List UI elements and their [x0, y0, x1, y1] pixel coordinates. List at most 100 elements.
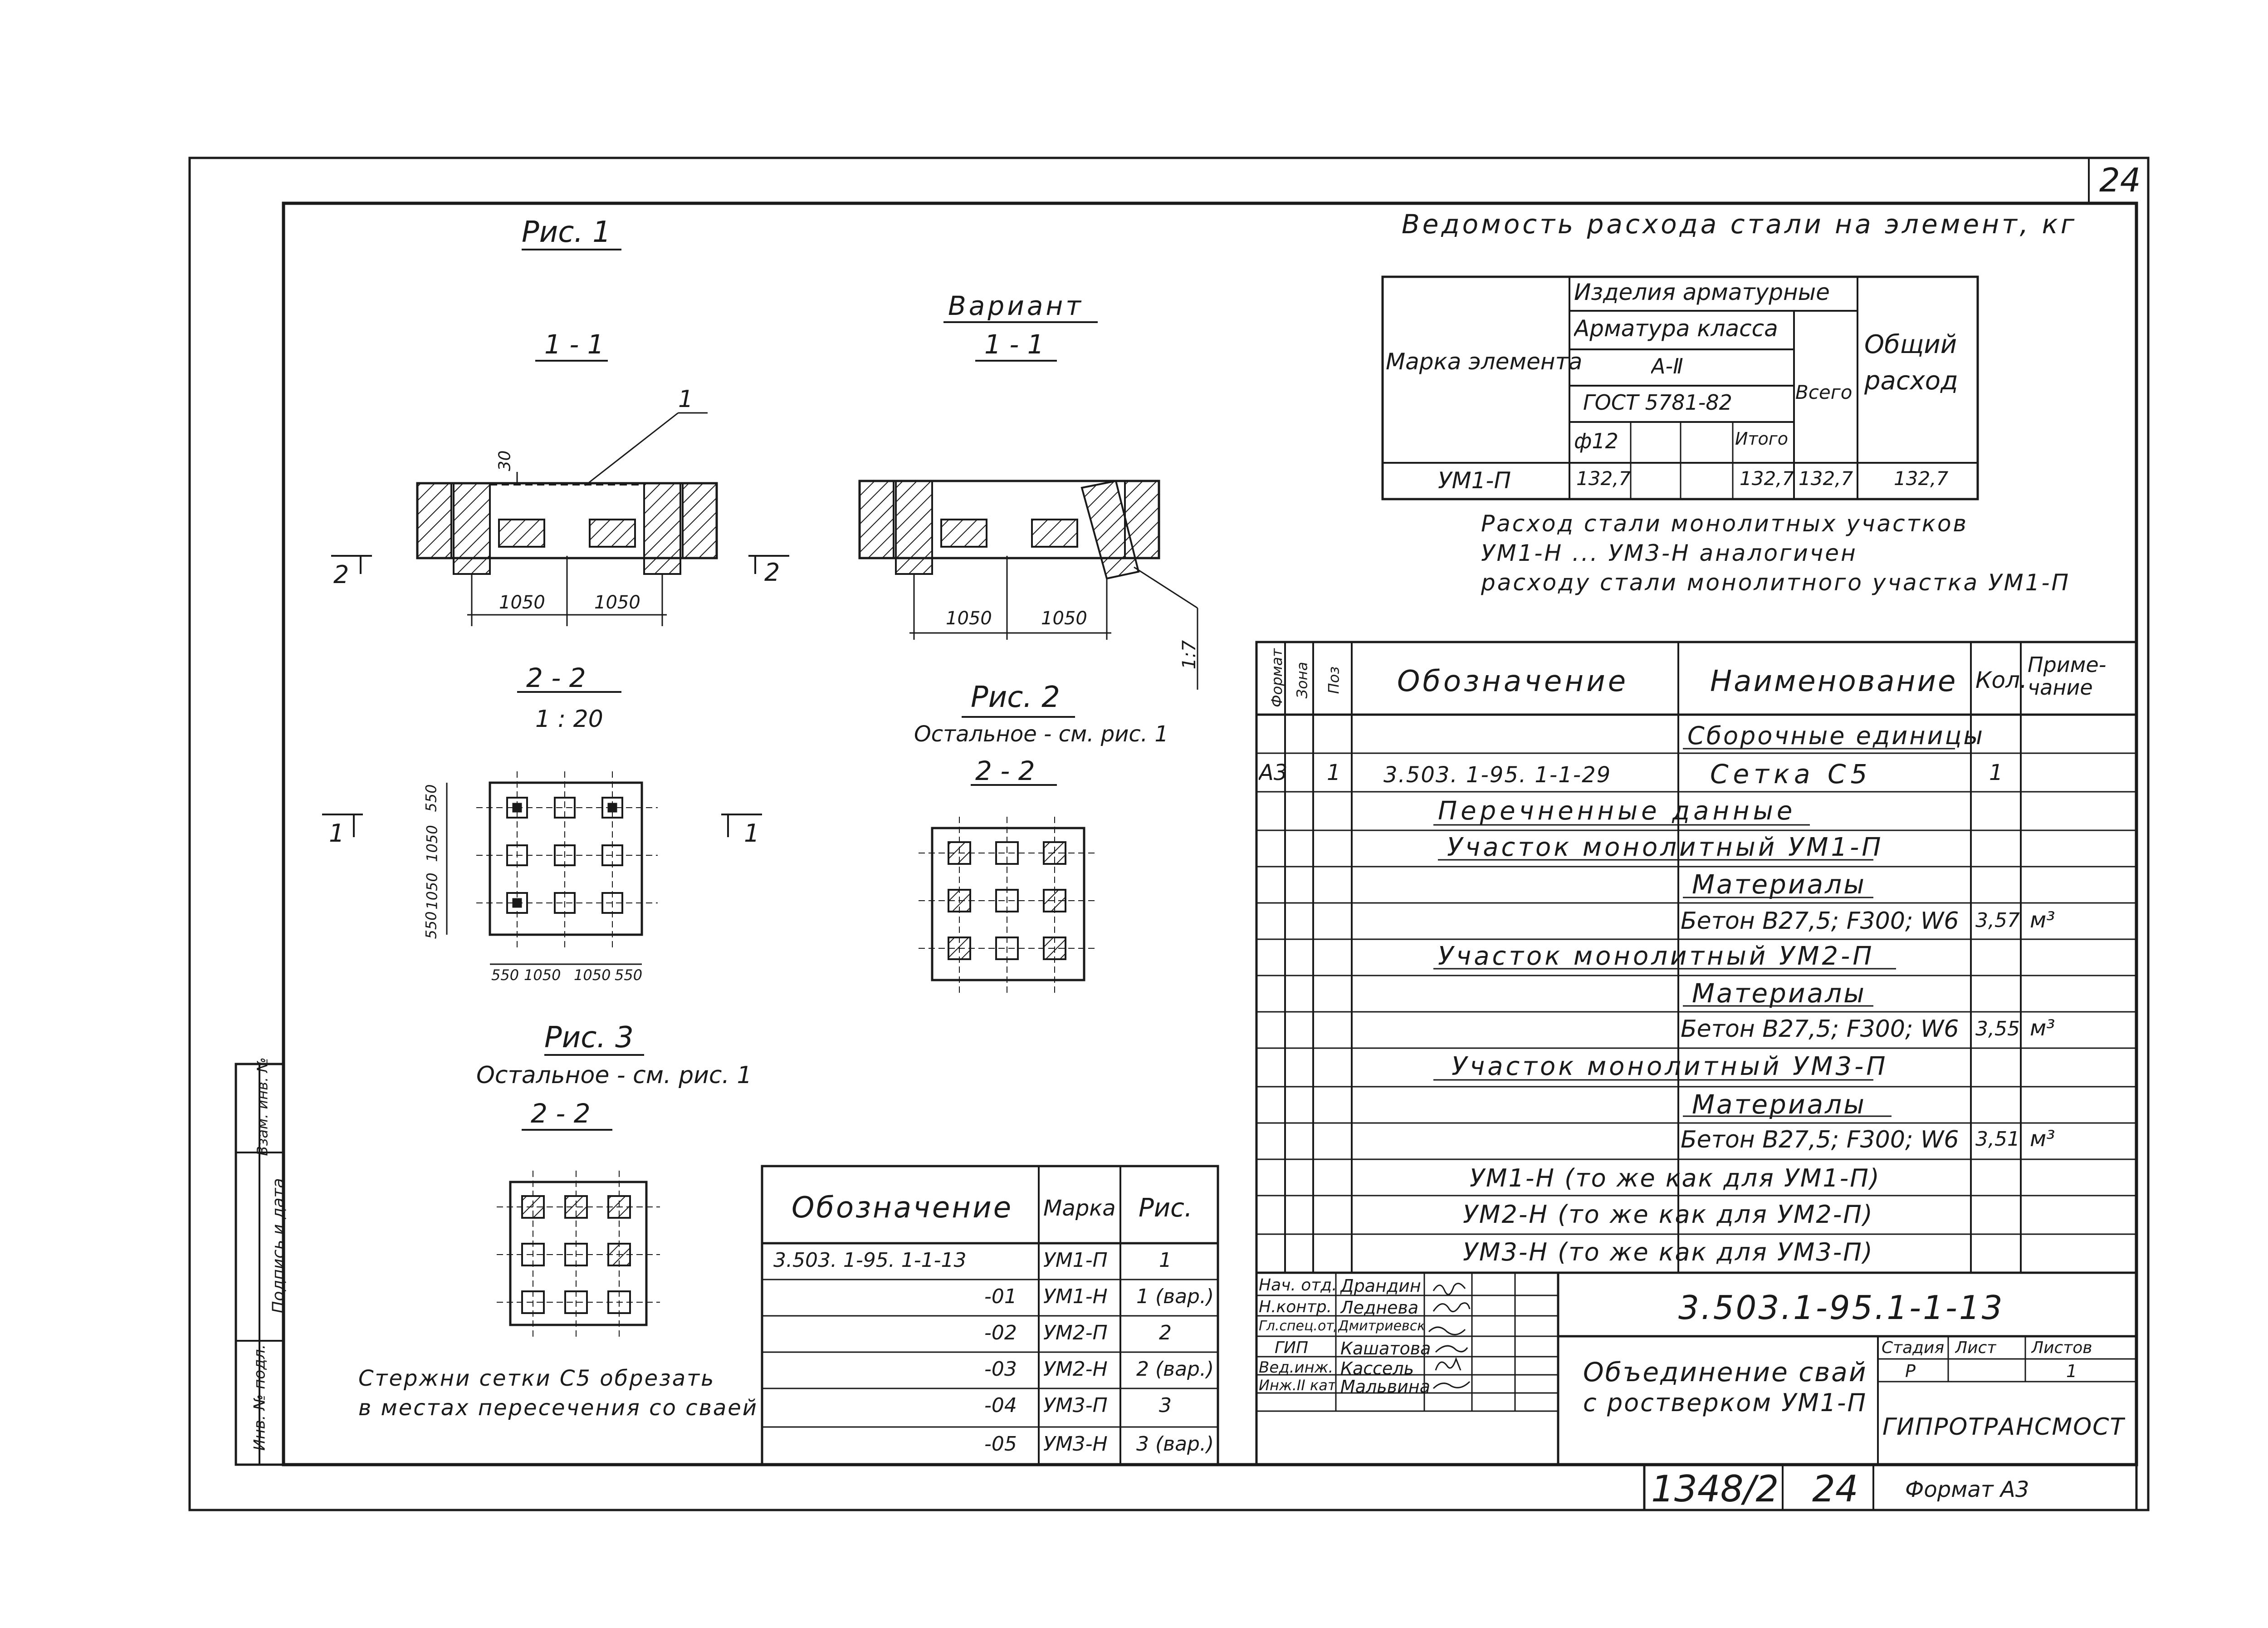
- spec-row-mat3: Материалы: [1692, 1089, 1866, 1120]
- fig2-note: Остальное - см. рис. 1: [914, 721, 1168, 747]
- steel-title: Ведомость расхода стали на элемент, кг: [1402, 209, 2077, 240]
- fig3-remark-2: в местах пересечения со сваей: [358, 1395, 758, 1421]
- steel-col-total: Общий расход: [1864, 330, 1958, 396]
- spec-row-um3: Участок монолитный УМ3-П: [1452, 1052, 1888, 1081]
- fig1-dim-h-4: 550: [615, 966, 643, 984]
- spec-row-mat1: Материалы: [1692, 869, 1866, 900]
- steel-note-2: УМ1-Н ... УМ3-Н аналогичен: [1481, 540, 1857, 566]
- sheet-number: 24: [2099, 161, 2141, 199]
- spec-row-oboz: 3.503. 1-95. 1-1-29: [1383, 762, 1612, 788]
- fig1-variant-title: Вариант: [948, 290, 1084, 321]
- variants-row-5-oboz: -04: [984, 1394, 1017, 1417]
- spec-row-h2: УМ2-Н (то же как для УМ2-П): [1463, 1200, 1874, 1229]
- variants-header-oboz: Обозначение: [792, 1191, 1013, 1225]
- variants-row-6-oboz: -05: [984, 1432, 1017, 1456]
- stamp-header-stage: Стадия: [1882, 1339, 1945, 1357]
- spec-row-bet2-kol: 3,55: [1975, 1017, 2020, 1040]
- steel-col-itogo: Итого: [1735, 429, 1789, 449]
- steel-col-d12: ф12: [1574, 429, 1618, 453]
- bottom-page: 24: [1812, 1468, 1858, 1510]
- variants-row-4-marka: УМ2-Н: [1043, 1358, 1108, 1381]
- steel-row-mark: УМ1-П: [1438, 467, 1511, 494]
- variants-header-ris: Рис.: [1139, 1193, 1193, 1223]
- spec-row-sbor: Сборочные единицы: [1687, 721, 1985, 750]
- steel-note-1: Расход стали монолитных участков: [1481, 510, 1968, 537]
- stamp-name-2: Леднева: [1340, 1298, 1419, 1318]
- stamp-stage: Р: [1905, 1361, 1916, 1381]
- variants-row-2-ris: 1 (вар.): [1136, 1285, 1214, 1308]
- spec-header-oboz: Обозначение: [1397, 665, 1629, 698]
- variants-row-1-oboz: 3.503. 1-95. 1-1-13: [773, 1249, 967, 1272]
- spec-row-per: Перечненные данные: [1438, 796, 1796, 826]
- bottom-number: 1348/2: [1651, 1468, 1779, 1510]
- stamp-title-2: с ростверком УМ1-П: [1583, 1388, 1867, 1417]
- steel-col-products: Изделия арматурные: [1574, 279, 1830, 305]
- fig1-dim-h-1: 550: [491, 966, 519, 984]
- variants-row-1-marka: УМ1-П: [1043, 1249, 1108, 1272]
- stamp-code: 3.503.1-95.1-1-13: [1678, 1289, 2004, 1327]
- steel-col-a2: A-Ⅱ: [1651, 354, 1683, 378]
- steel-col-gost: ГОСТ 5781-82: [1583, 390, 1732, 415]
- spec-row-bet1-unit: м³: [2030, 907, 2055, 933]
- steel-row-total: 132,7: [1894, 467, 1949, 490]
- fig3-remark-1: Стержни сетки С5 обрезать: [358, 1366, 715, 1391]
- side-inv: Инв. № подл.: [250, 1344, 269, 1451]
- stamp-role-2: Н.контр.: [1259, 1298, 1332, 1316]
- fig1-dim-h-2: 1050: [524, 966, 561, 984]
- variants-row-2-oboz: -01: [984, 1285, 1017, 1308]
- stamp-header-sheet: Лист: [1955, 1339, 1997, 1357]
- spec-header-kol: Кол.: [1975, 667, 2027, 693]
- spec-row-setka-kol: 1: [1989, 760, 2003, 785]
- cut-2-right: 2: [764, 558, 780, 587]
- fig3-section: 2 - 2: [531, 1098, 591, 1129]
- cut-2-left: 2: [333, 560, 349, 589]
- stamp-role-1: Нач. отд.: [1259, 1276, 1337, 1295]
- variants-row-6-marka: УМ3-Н: [1043, 1432, 1108, 1456]
- variants-row-5-marka: УМ3-П: [1043, 1394, 1108, 1417]
- spec-row-um1: Участок монолитный УМ1-П: [1447, 833, 1884, 862]
- spec-row-bet1: Бетон В27,5; F300; W6: [1681, 907, 1959, 935]
- spec-row-bet3-kol: 3,51: [1975, 1128, 2020, 1151]
- fig1-dim-b: 1050: [594, 592, 640, 613]
- fig1-variant-section: 1 - 1: [984, 329, 1044, 360]
- variants-header-marka: Марка: [1043, 1196, 1116, 1221]
- spec-row-bet2: Бетон В27,5; F300; W6: [1681, 1015, 1959, 1043]
- variants-row-5-ris: 3: [1159, 1394, 1172, 1417]
- fig2-section: 2 - 2: [975, 755, 1035, 786]
- side-vzam: Взам. инв. №: [254, 1057, 271, 1156]
- fig1-dim-h-3: 1050: [574, 966, 611, 984]
- spec-row-h1: УМ1-Н (то же как для УМ1-П): [1470, 1164, 1881, 1192]
- stamp-role-5: Вед.инж.: [1259, 1358, 1334, 1377]
- stamp-name-5: Кассель: [1340, 1358, 1414, 1378]
- stamp-name-3: Дмитриевский: [1338, 1318, 1423, 1334]
- fig1-dim-c: 1050: [946, 608, 992, 629]
- spec-row-h3: УМ3-Н (то же как для УМ3-П): [1463, 1238, 1874, 1266]
- side-sign: Подпись и дата: [269, 1178, 288, 1314]
- spec-header-prim: Приме- чание: [2028, 652, 2107, 700]
- spec-row-mat2: Материалы: [1692, 978, 1866, 1009]
- stamp-role-6: Инж.II кат.: [1259, 1377, 1335, 1394]
- spec-row-a3: A3: [1259, 760, 1288, 785]
- stamp-role-3: Гл.спец.отд.: [1259, 1318, 1335, 1334]
- stamp-sheet: 1: [2066, 1361, 2077, 1381]
- variants-row-3-oboz: -02: [984, 1321, 1017, 1344]
- stamp-title-1: Объединение свай: [1583, 1357, 1867, 1388]
- stamp-name-4: Кашатова: [1340, 1339, 1431, 1358]
- steel-row-d12: 132,7: [1576, 467, 1631, 490]
- steel-col-vsego: Всего: [1795, 381, 1853, 403]
- spec-row-bet3-unit: м³: [2030, 1126, 2055, 1152]
- steel-row-vsego: 132,7: [1799, 467, 1853, 490]
- stamp-name-6: Мальвина: [1340, 1377, 1430, 1397]
- stamp-role-4: ГИП: [1275, 1339, 1309, 1357]
- variants-row-6-ris: 3 (вар.): [1136, 1432, 1214, 1456]
- cut-1-left: 1: [329, 819, 345, 848]
- fig1-dim-d: 1050: [1041, 608, 1087, 629]
- bottom-format: Формат А3: [1905, 1477, 2029, 1502]
- spec-row-um2: Участок монолитный УМ2-П: [1438, 941, 1875, 971]
- fig2-title: Рис. 2: [971, 681, 1060, 714]
- steel-note-3: расходу стали монолитного участка УМ1-П: [1481, 569, 2071, 596]
- steel-col-armclass: Арматура класса: [1574, 315, 1778, 342]
- fig3-title: Рис. 3: [544, 1021, 634, 1054]
